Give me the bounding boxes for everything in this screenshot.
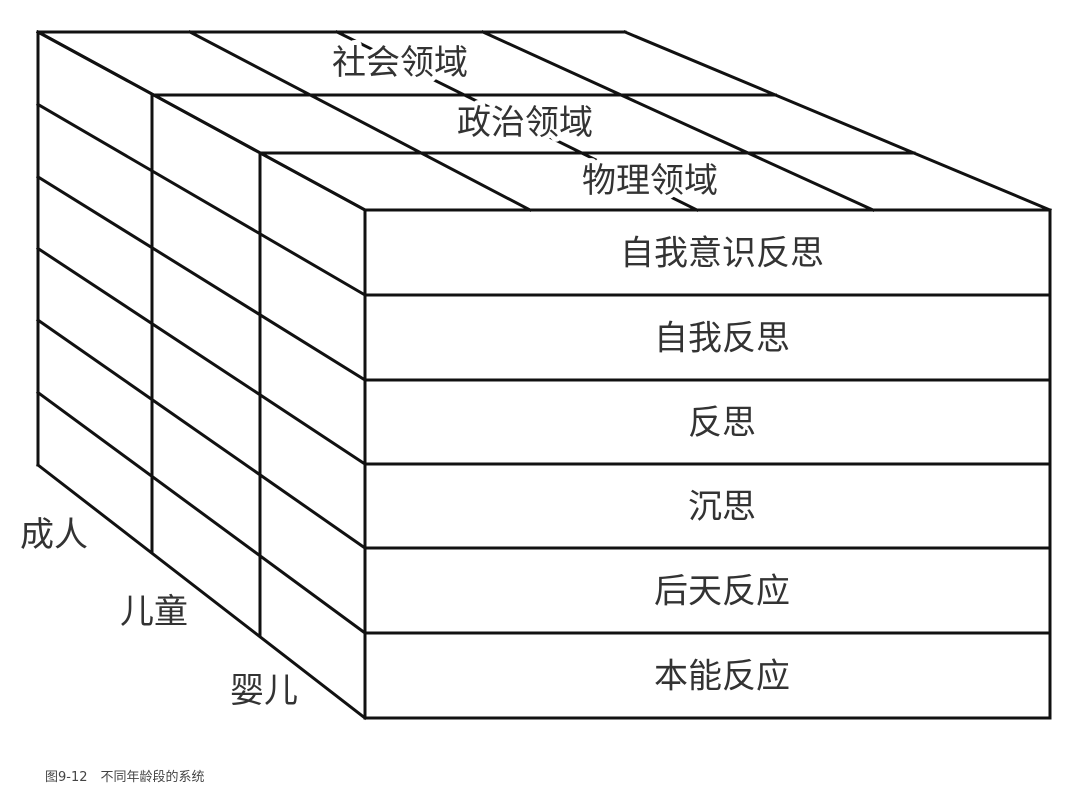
age-label-infant: 婴儿 (230, 671, 298, 711)
side-row-line (35, 102, 368, 298)
level-label: 本能反应 (654, 657, 790, 697)
level-label: 自我反思 (654, 319, 790, 359)
side-row-line (35, 390, 368, 636)
top-face-divider (334, 29, 700, 213)
side-row-line (35, 246, 368, 467)
level-label: 后天反应 (654, 572, 790, 612)
age-label-child: 儿童 (120, 592, 188, 632)
level-label: 沉思 (688, 487, 756, 527)
top-label-social: 社会领域 (332, 43, 468, 83)
side-row-line (35, 462, 368, 721)
figure-caption: 图9-12 不同年龄段的系统 (45, 770, 205, 785)
level-label: 自我意识反思 (620, 234, 824, 274)
side-row-line (35, 174, 368, 383)
side-row-line (35, 29, 368, 213)
level-label: 反思 (688, 403, 756, 443)
age-label-adult: 成人 (20, 515, 88, 555)
top-face-divider (623, 30, 1052, 212)
side-row-line (35, 318, 368, 551)
top-label-political: 政治领域 (457, 103, 593, 143)
top-face-divider (481, 30, 875, 212)
top-label-physical: 物理领域 (582, 161, 718, 201)
top-face-divider (187, 29, 533, 213)
